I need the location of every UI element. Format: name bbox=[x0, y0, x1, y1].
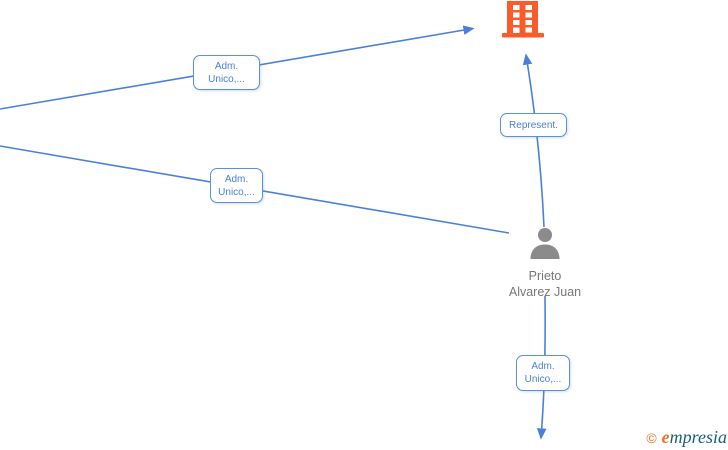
person-icon bbox=[530, 228, 560, 259]
empresia-logo[interactable]: ©empresia bbox=[646, 427, 727, 448]
edge-label-adm-unico-bottom[interactable]: Adm. Unico,... bbox=[516, 355, 570, 391]
edge-label-line: Adm. bbox=[224, 173, 249, 185]
edge-label-line: Represent. bbox=[509, 119, 558, 131]
person-node[interactable]: Prieto Alvarez Juan bbox=[465, 228, 625, 300]
person-name-line: Alvarez Juan bbox=[508, 285, 582, 299]
person-name: Prieto Alvarez Juan bbox=[465, 268, 625, 300]
building-icon bbox=[502, 1, 544, 38]
edge-label-line: Adm. bbox=[531, 361, 555, 372]
edge-label-adm-unico-mid[interactable]: Adm. Unico,... bbox=[210, 168, 263, 203]
edge-line-person-to-company bbox=[522, 53, 545, 228]
edge-label-adm-unico-top[interactable]: Adm. Unico,... bbox=[193, 55, 260, 90]
brand-name: mpresia bbox=[669, 427, 727, 447]
company-node[interactable] bbox=[500, 0, 546, 40]
copyright-icon: © bbox=[646, 430, 657, 446]
person-name-line: Prieto bbox=[528, 269, 562, 283]
edge-label-line: Unico,... bbox=[524, 374, 562, 385]
edge-label-line: Unico,... bbox=[208, 73, 245, 85]
edge-label-represent[interactable]: Represent. bbox=[500, 113, 567, 137]
brand-initial: e bbox=[661, 427, 670, 447]
edge-label-line: Unico,... bbox=[218, 186, 255, 198]
edge-label-line: Adm. bbox=[214, 60, 239, 72]
